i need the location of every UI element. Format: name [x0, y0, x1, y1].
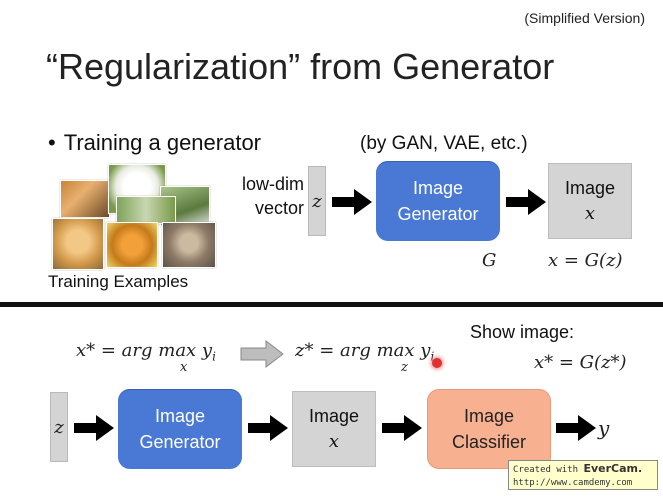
watermark-url[interactable]: http://www.camdemy.com	[513, 478, 633, 488]
z-vector-box-top: z	[308, 166, 326, 236]
watermark-line1: Created with EverCam.	[513, 462, 653, 477]
eq-argmax-x: x* = arg max yi	[76, 340, 216, 364]
training-examples-collage	[50, 160, 220, 270]
classifier-label-line1: Image	[463, 406, 515, 426]
tiger-cub-photo	[106, 222, 158, 268]
gray-arrow-icon	[240, 340, 284, 368]
low-dim-line: low-dim	[241, 174, 304, 194]
image-x-box-bottom: Image x	[292, 391, 376, 467]
arrow-icon	[556, 415, 596, 441]
vector-line: vector	[254, 198, 304, 218]
bullet-text: Training a generator	[63, 130, 262, 155]
z-symbol: z	[312, 190, 322, 212]
laser-pointer-dot	[432, 358, 442, 368]
image-generator-box-bottom: Image Generator	[118, 389, 242, 469]
eq-left-sub: i	[212, 349, 216, 364]
arrow-icon	[506, 189, 546, 215]
section-divider	[0, 302, 663, 307]
generator-caption: G	[482, 250, 497, 271]
show-image-eq: x* = G(z*)	[534, 352, 627, 373]
eq-right-sub: i	[430, 349, 435, 364]
generator-label-line2-bottom: Generator	[139, 432, 221, 452]
method-note: (by GAN, VAE, etc.)	[360, 133, 528, 154]
watermark-brand: EverCam.	[583, 462, 643, 475]
training-examples-label: Training Examples	[48, 272, 189, 291]
version-tag: (Simplified Version)	[524, 10, 645, 26]
image-label: Image	[564, 178, 616, 198]
z-vector-box-bottom: z	[50, 392, 68, 462]
pet-photo	[116, 196, 176, 224]
z-symbol-bottom: z	[54, 416, 64, 438]
output-y-symbol: y	[598, 416, 610, 440]
bullet-dot-icon: •	[48, 130, 56, 155]
arrow-icon	[248, 415, 288, 441]
eq-left-under: x	[180, 360, 188, 375]
slide-title: “Regularization” from Generator	[46, 46, 555, 87]
evercam-watermark[interactable]: Created with EverCam. http://www.camdemy…	[508, 460, 658, 490]
doge-photo	[52, 218, 104, 270]
show-image-label: Show image:	[470, 322, 575, 342]
eq-left-main: x* = arg max y	[76, 340, 213, 361]
eq-argmax-z: z* = arg max yi	[295, 340, 434, 364]
generator-label-line1: Image	[412, 178, 464, 198]
image-label-bottom: Image	[308, 406, 360, 426]
arrow-icon	[74, 415, 114, 441]
bullet-training-generator: • Training a generator	[48, 130, 261, 156]
classifier-label-line2: Classifier	[451, 432, 526, 452]
wolf-photo	[162, 222, 216, 268]
x-symbol-bottom: x	[328, 431, 340, 452]
low-dim-vector-label: low-dim vector	[224, 172, 304, 220]
image-output-box-top: Image x	[548, 163, 632, 239]
image-generator-box-top: Image Generator	[376, 161, 500, 241]
arrow-icon	[382, 415, 422, 441]
generator-label-line1-bottom: Image	[154, 406, 206, 426]
watermark-prefix: Created with	[513, 465, 584, 475]
eq-right-under: z	[401, 360, 408, 375]
arrow-icon	[332, 189, 372, 215]
image-classifier-box: Image Classifier	[427, 389, 551, 469]
output-caption: x = G(z)	[548, 250, 623, 271]
tiger-photo	[60, 180, 110, 218]
eq-right-main: z* = arg max y	[295, 340, 431, 361]
generator-label-line2: Generator	[397, 204, 479, 224]
x-symbol: x	[584, 203, 596, 224]
